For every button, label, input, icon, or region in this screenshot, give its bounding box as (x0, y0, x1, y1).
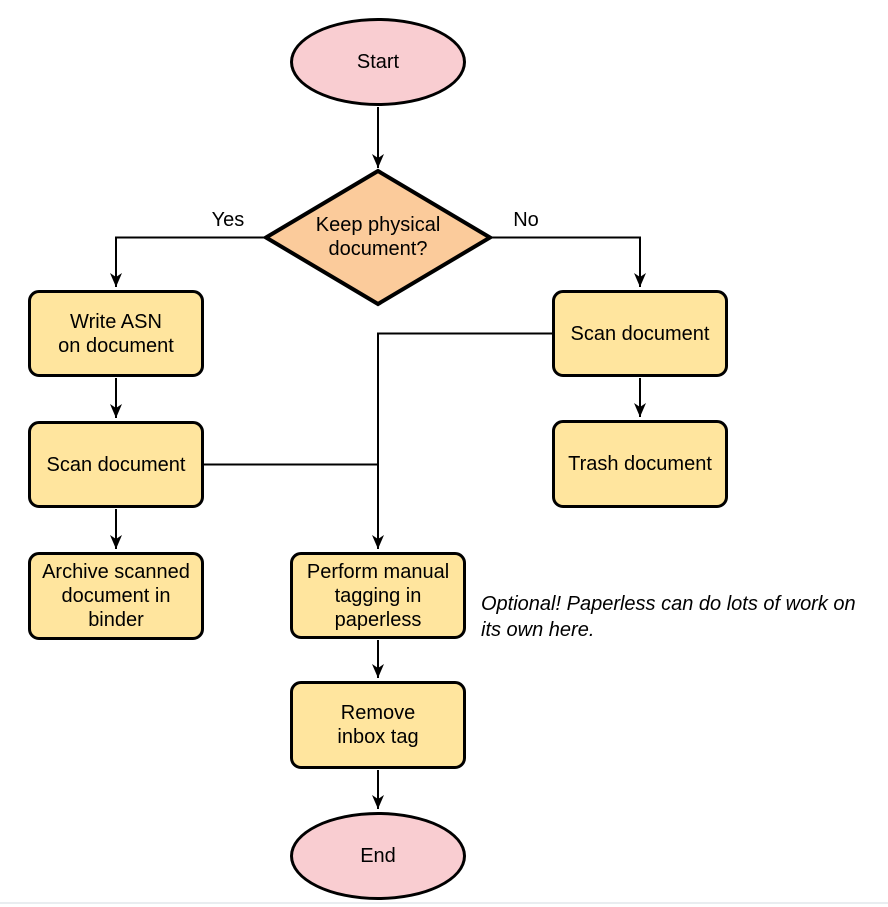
page-bottom-divider (0, 902, 888, 904)
node-remove-inbox-tag: Remove inbox tag (290, 681, 466, 769)
node-trash-document: Trash document (552, 420, 728, 508)
annotation-note: Optional! Paperless can do lots of work … (481, 593, 856, 641)
node-end: End (290, 812, 466, 900)
node-manual-tagging: Perform manual tagging in paperless (290, 552, 466, 639)
edge-label-no: No (513, 209, 539, 231)
node-decision-shape (262, 168, 494, 307)
edge-decision-no-to-scan-right (490, 236, 646, 287)
node-start: Start (290, 18, 466, 106)
node-archive-document: Archive scanned document in binder (28, 552, 204, 640)
node-write-asn: Write ASN on document (28, 290, 204, 377)
node-decision-label: Keep physical document? (315, 214, 441, 260)
edge-scan-right-to-tagging (372, 332, 552, 549)
edge-label-yes: Yes (211, 209, 245, 231)
node-scan-document-right: Scan document (552, 290, 728, 377)
edge-decision-yes-to-write-asn (110, 236, 266, 287)
node-scan-document-left: Scan document (28, 421, 204, 508)
